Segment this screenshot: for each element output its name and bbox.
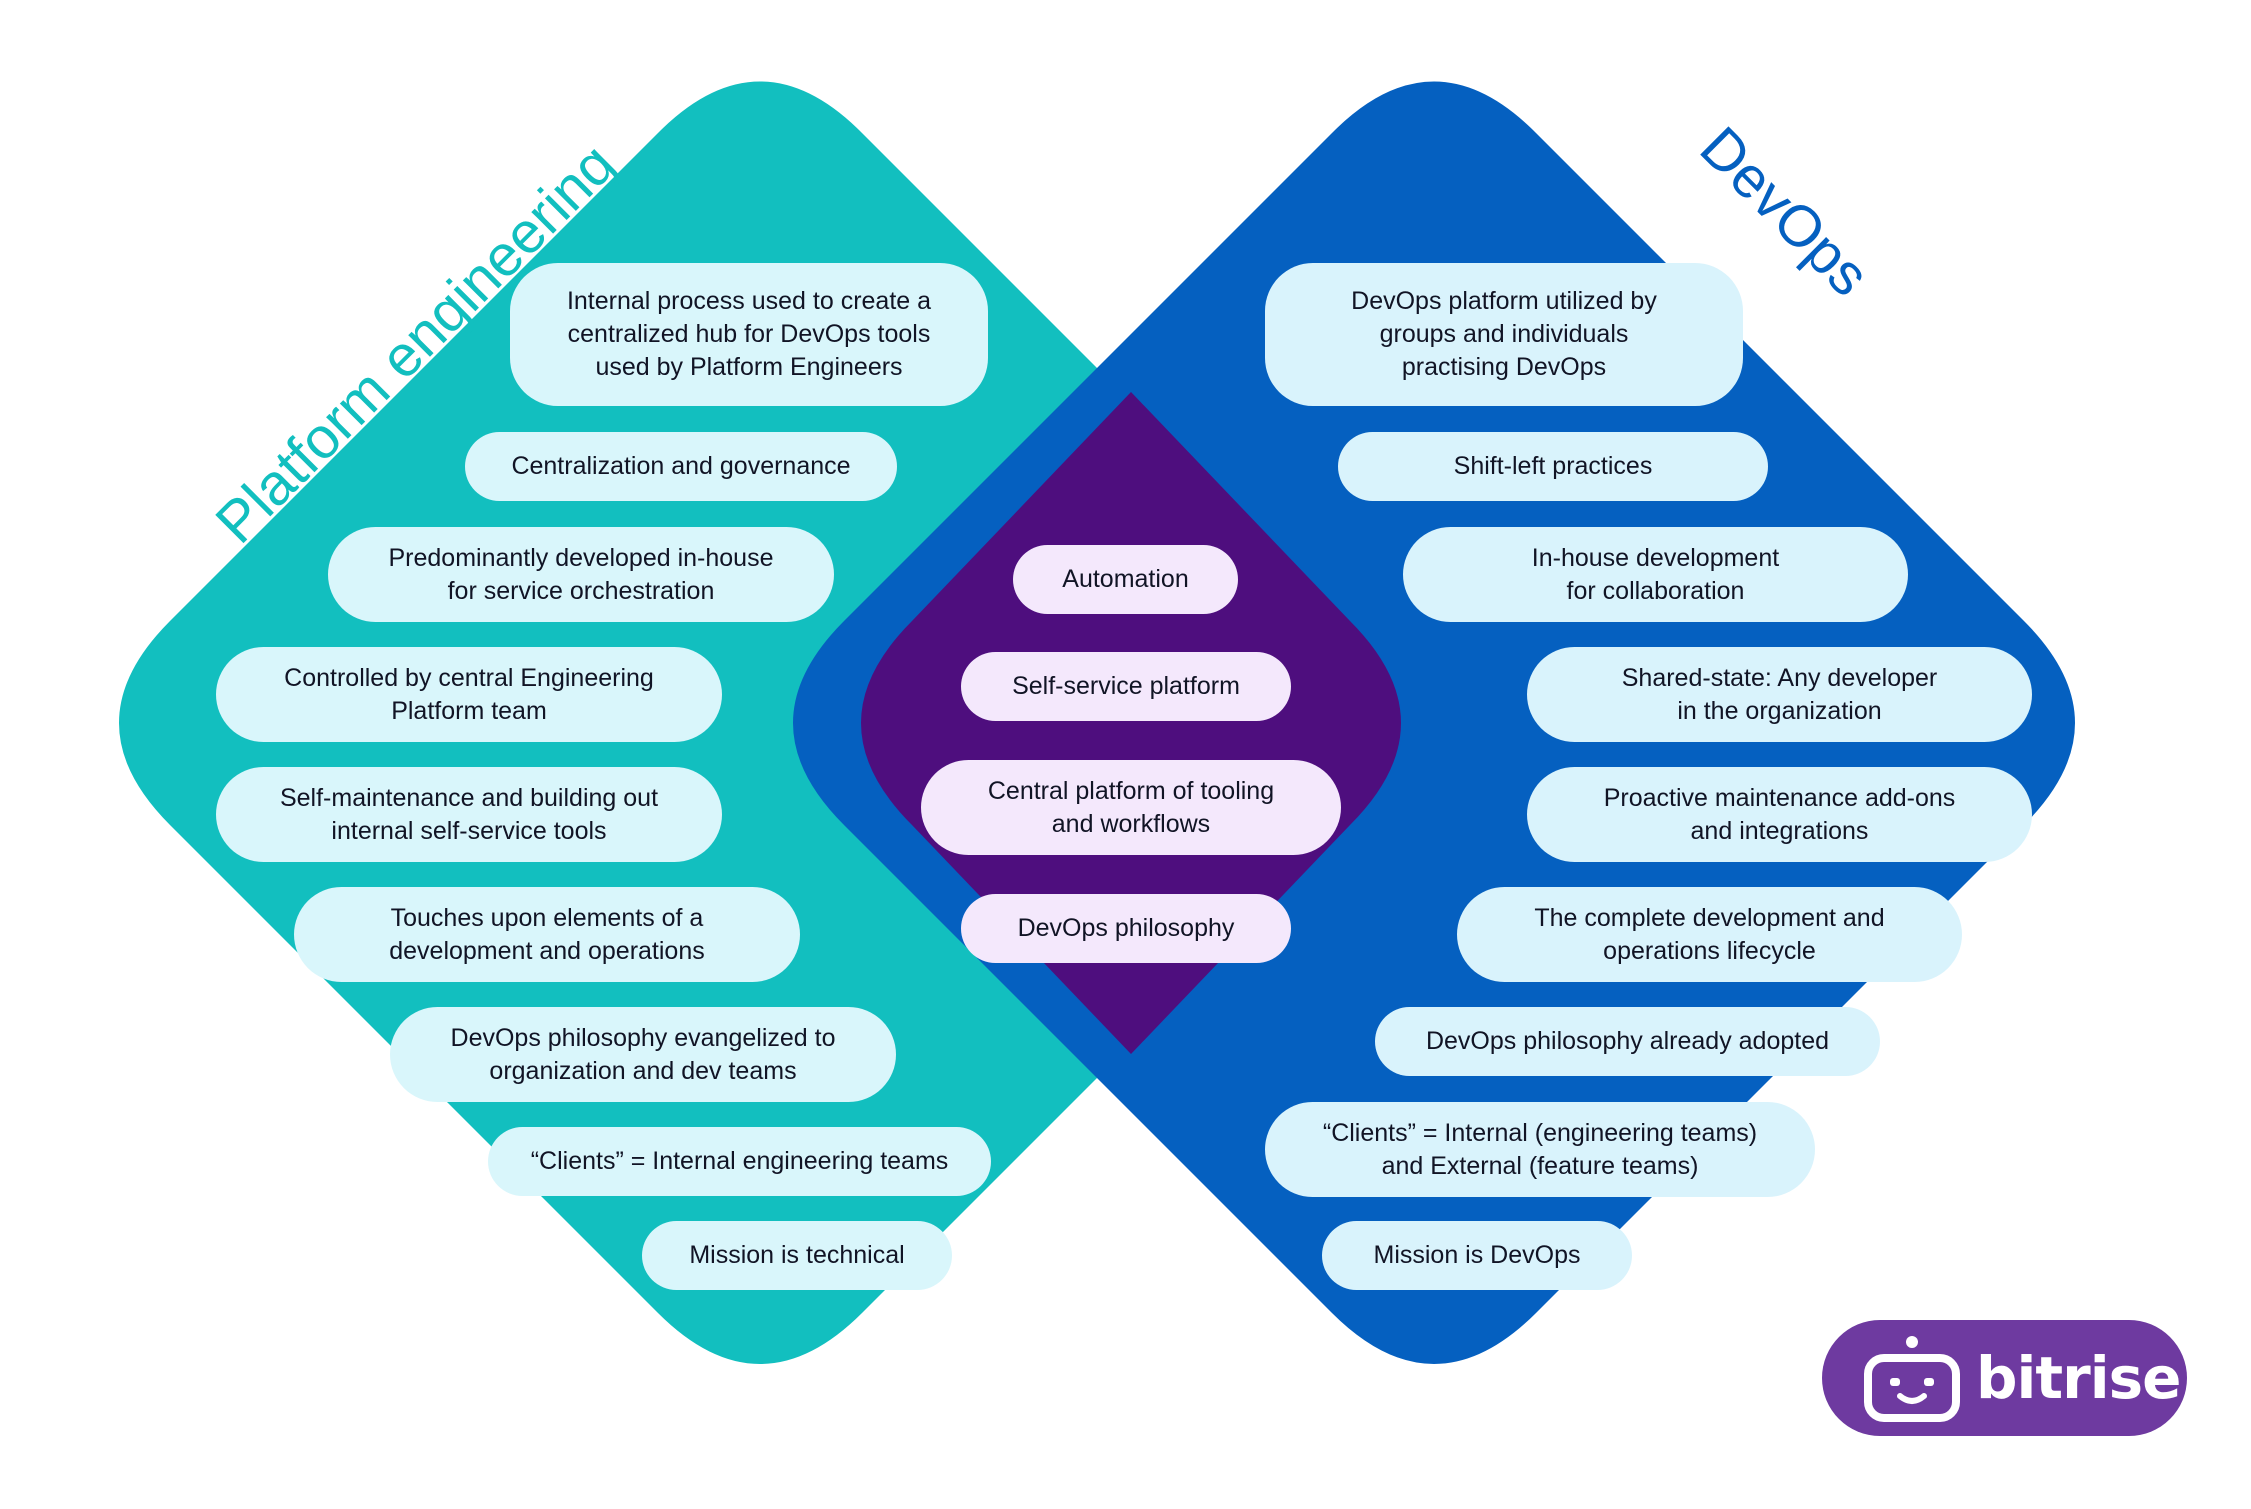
devops-item: Shift-left practices: [1338, 432, 1768, 501]
platform-item: Predominantly developed in-house for ser…: [328, 527, 834, 622]
bitrise-logo-text: bitrise: [1976, 1344, 2181, 1412]
overlap-region: [861, 392, 1401, 1054]
platform-item: Touches upon elements of a development a…: [294, 887, 800, 982]
devops-item: In-house development for collaboration: [1403, 527, 1908, 622]
platform-item: Mission is technical: [642, 1221, 952, 1290]
platform-item: Centralization and governance: [465, 432, 897, 501]
devops-item: “Clients” = Internal (engineering teams)…: [1265, 1102, 1815, 1197]
platform-item: Self-maintenance and building out intern…: [216, 767, 722, 862]
devops-item: Proactive maintenance add-ons and integr…: [1527, 767, 2032, 862]
bitrise-robot-icon: [1864, 1336, 1960, 1422]
devops-item: DevOps philosophy already adopted: [1375, 1007, 1880, 1076]
platform-item: DevOps philosophy evangelized to organiz…: [390, 1007, 896, 1102]
devops-item: Mission is DevOps: [1322, 1221, 1632, 1290]
platform-item: “Clients” = Internal engineering teams: [488, 1127, 991, 1196]
platform-item: Controlled by central Engineering Platfo…: [216, 647, 722, 742]
devops-item: DevOps platform utilized by groups and i…: [1265, 263, 1743, 406]
shared-item: Central platform of tooling and workflow…: [921, 760, 1341, 855]
devops-item: Shared-state: Any developer in the organ…: [1527, 647, 2032, 742]
bitrise-logo: bitrise: [1822, 1320, 2187, 1436]
shared-item: Automation: [1013, 545, 1238, 614]
devops-item: The complete development and operations …: [1457, 887, 1962, 982]
platform-item: Internal process used to create a centra…: [510, 263, 988, 406]
shared-item: Self-service platform: [961, 652, 1291, 721]
shared-item: DevOps philosophy: [961, 894, 1291, 963]
